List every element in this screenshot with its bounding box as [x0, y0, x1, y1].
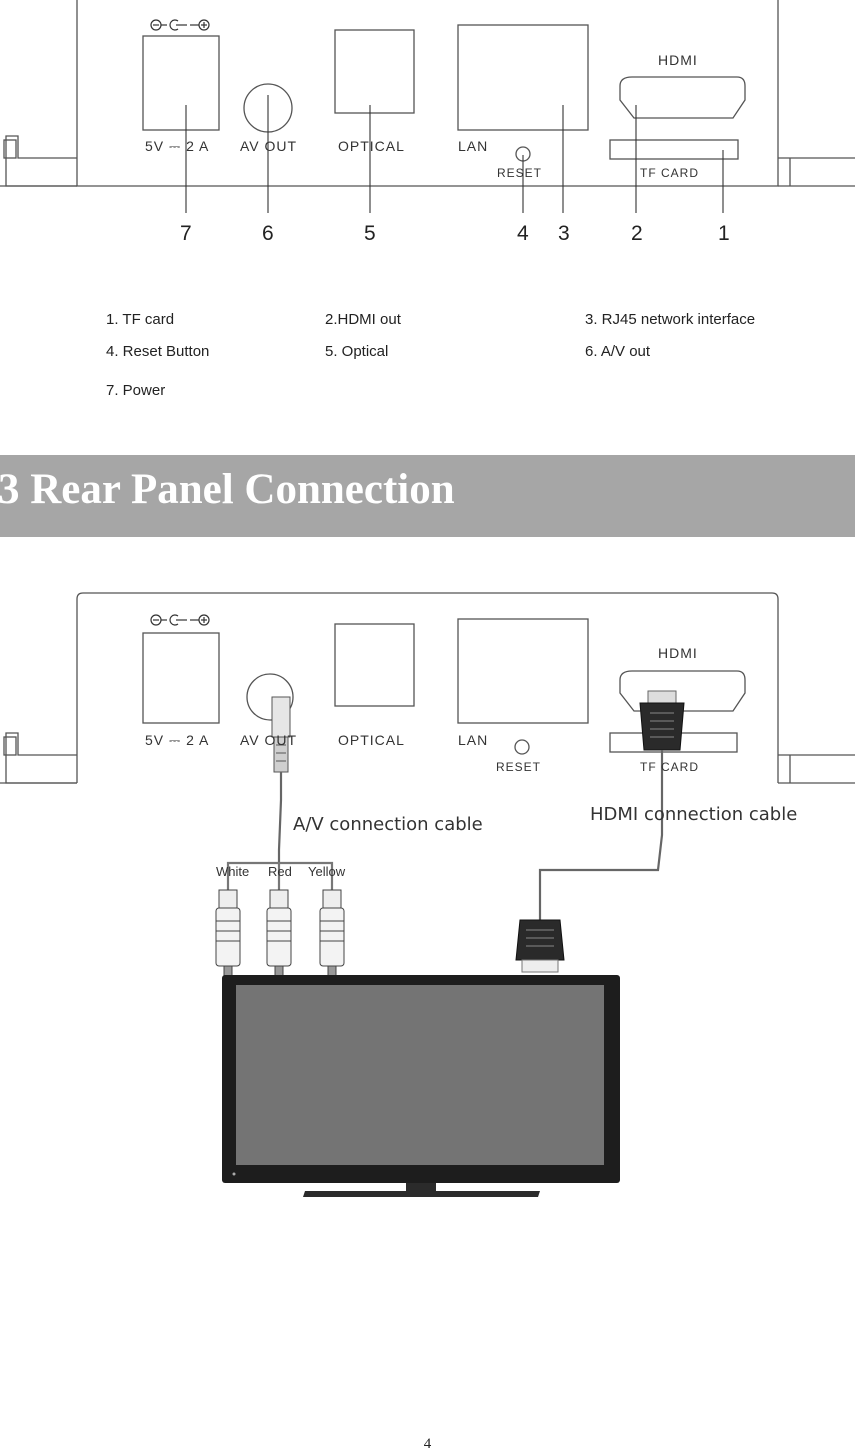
hdmi-label-2: HDMI — [658, 645, 698, 661]
av-out-label-2: AV OUT — [240, 732, 298, 748]
hdmi-label: HDMI — [658, 52, 698, 68]
connection-diagram-graphic — [0, 592, 855, 1197]
callout-7: 7 — [180, 222, 192, 245]
rca-white-label: White — [216, 864, 250, 879]
av-out-label: AV OUT — [240, 138, 298, 154]
legend-item-tf-card: 1. TF card — [106, 311, 175, 328]
reset-label: RESET — [497, 166, 543, 180]
rear-panel-outline-2 — [0, 592, 855, 784]
power-label: 5V ⎓ 2 A — [145, 138, 210, 154]
power-label-2: 5V ⎓ 2 A — [145, 732, 210, 748]
lan-label-2: LAN — [458, 732, 489, 748]
polarity-symbol-2 — [150, 614, 210, 626]
tf-card-label: TF CARD — [640, 166, 699, 180]
callout-2: 2 — [631, 222, 643, 245]
callout-5: 5 — [364, 222, 376, 245]
av-cable-label: A/V connection cable — [293, 814, 483, 835]
rca-plug-red — [266, 889, 292, 979]
rca-yellow-label: Yellow — [308, 864, 346, 879]
tf-card-label-2: TF CARD — [640, 760, 699, 774]
lan-label: LAN — [458, 138, 489, 154]
page-number: 4 — [423, 1436, 432, 1452]
legend-item-hdmi-out: 2.HDMI out — [325, 311, 401, 328]
rca-plug-white — [215, 889, 241, 979]
av-plug — [271, 696, 291, 773]
hdmi-cable-label: HDMI connection cable — [590, 804, 798, 825]
rear-panel-outline — [0, 0, 855, 213]
callout-6: 6 — [262, 222, 274, 245]
section-title: 3 Rear Panel Connection — [0, 466, 455, 513]
section-banner: 3 Rear Panel Connection — [0, 455, 855, 537]
optical-label-2: OPTICAL — [338, 732, 405, 748]
polarity-symbol — [150, 19, 210, 31]
rca-red-label: Red — [268, 864, 292, 879]
callout-4: 4 — [517, 222, 529, 245]
callout-3: 3 — [558, 222, 570, 245]
reset-label-2: RESET — [496, 760, 542, 774]
legend-item-rj45: 3. RJ45 network interface — [585, 311, 756, 328]
tv-icon — [222, 975, 620, 1197]
optical-label: OPTICAL — [338, 138, 405, 154]
rca-plug-yellow — [319, 889, 345, 979]
hdmi-plug-panel — [639, 690, 685, 751]
legend-item-power: 7. Power — [106, 382, 166, 399]
legend-item-reset: 4. Reset Button — [106, 343, 210, 360]
legend-item-av-out: 6. A/V out — [585, 343, 651, 360]
hdmi-plug-tv — [515, 919, 565, 973]
legend-item-optical: 5. Optical — [325, 343, 389, 360]
callout-1: 1 — [718, 222, 730, 245]
